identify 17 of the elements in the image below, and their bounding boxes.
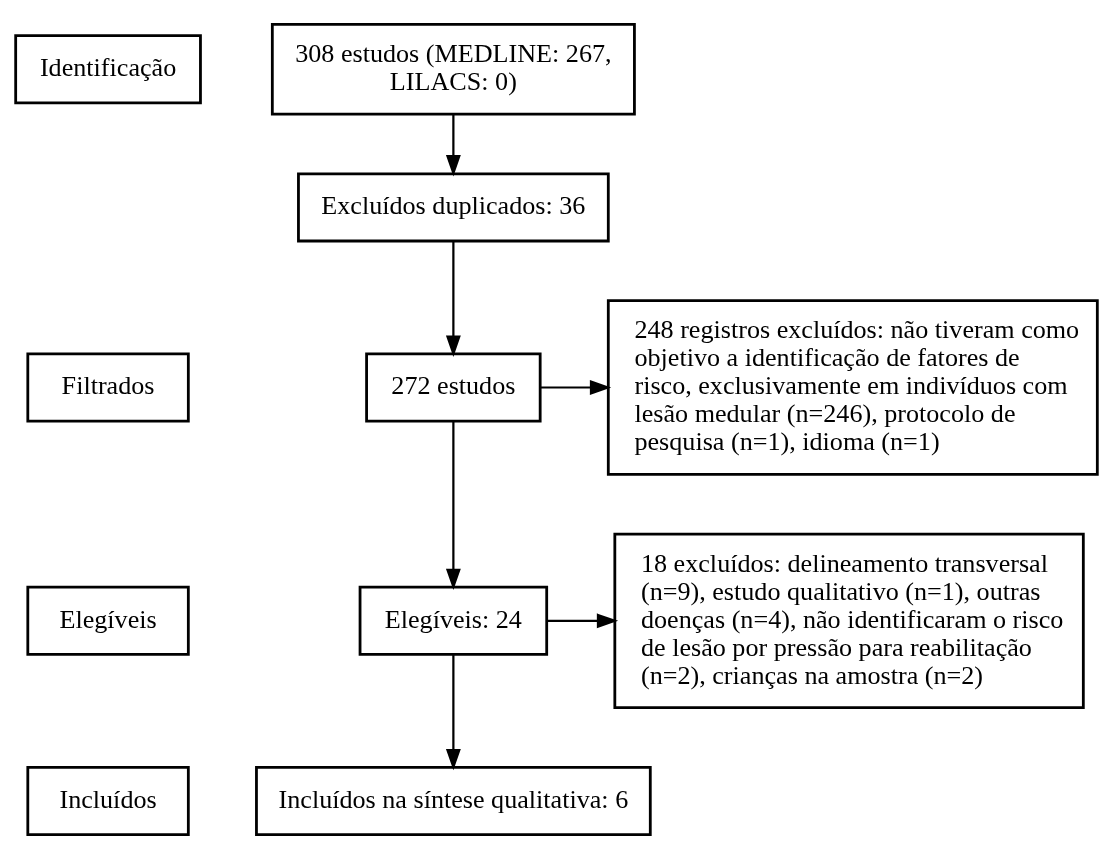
node-box: 308 estudos (MEDLINE: 267, LILACS: 0) (270, 23, 636, 116)
arrow (445, 421, 461, 590)
node-box: Incluídos na síntese qualitativa: 6 (255, 765, 652, 836)
arrow (540, 380, 612, 395)
node-box: Elegíveis (26, 585, 190, 656)
node-box: 272 estudos (365, 352, 542, 423)
node-box: 248 registros excluídos: não tiveram como objetivo a identificação de fatores de risco, exclusivamente em indivíduos com lesão medular (n=246), protocolo de pesquisa (n=1), idioma (n=1) (606, 299, 1099, 476)
arrow (445, 241, 461, 357)
arrow (445, 655, 461, 771)
node-box: 18 excluídos: delineamento transversal (n=9), estudo qualitativo (n=1), outras doenças (n=4), não identificaram o risco de lesão por pressão para reabilitação (n=2), crianças na amostra (n=2) (613, 532, 1085, 709)
node-box: Incluídos (26, 765, 190, 836)
node-box: Identificação (14, 34, 202, 105)
arrow (445, 114, 461, 177)
arrow (546, 613, 619, 629)
node-box: Filtrados (26, 352, 190, 423)
node-box: Excluídos duplicados: 36 (297, 172, 610, 243)
node-box: Elegíveis: 24 (358, 585, 549, 656)
